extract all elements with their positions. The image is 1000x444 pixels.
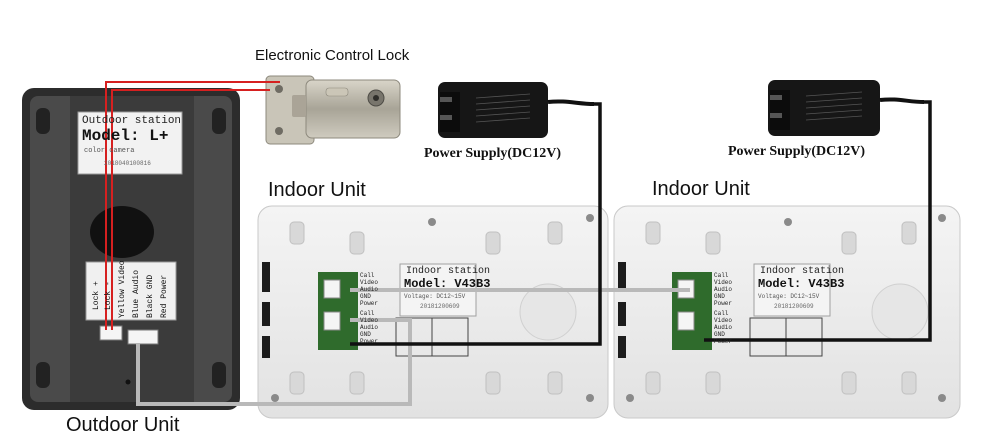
outdoor-terminal-list: Lock + Lock - Yellow Video Blue Audio Bl… <box>86 260 176 320</box>
lock-wires <box>105 81 280 330</box>
main-connector <box>127 329 159 345</box>
mount-hole <box>36 108 50 134</box>
terminal-lock-plus: Lock + <box>92 281 101 310</box>
outdoor-sticker-title: Outdoor station <box>82 115 182 127</box>
outdoor-terminal-label <box>85 261 177 321</box>
indoor-unit-1 <box>257 205 609 419</box>
indoor2-terminal-list-b: Call Video Audio GND Power <box>714 310 733 345</box>
terminal-power: Red Power <box>160 274 169 318</box>
indoor-unit-2 <box>613 205 961 419</box>
power-supply-label-1: Power Supply(DC12V) <box>424 146 562 161</box>
indoor1-sticker-serial: 20181200609 <box>420 303 460 310</box>
indoor1-sticker-spec: Voltage: DC12~15V <box>404 293 466 300</box>
outdoor-unit-label: Outdoor Unit <box>66 414 180 436</box>
indoor1-sticker-model: Model: V43B3 <box>404 277 491 291</box>
mount-hole <box>212 362 226 388</box>
power-cable-2 <box>704 100 932 342</box>
outdoor-sticker <box>77 111 183 175</box>
terminal-video: Yellow Video <box>118 260 127 318</box>
mount-hole <box>36 362 50 388</box>
indoor1-sticker-title: Indoor station <box>406 266 491 277</box>
indoor1-terminal-list-a: Call Video Audio GND Power <box>360 272 379 307</box>
terminal-audio: Blue Audio <box>132 269 141 318</box>
power-supply-label-2: Power Supply(DC12V) <box>728 144 866 159</box>
indoor-unit-label-1: Indoor Unit <box>268 179 366 201</box>
outdoor-to-indoor-cable <box>136 318 412 406</box>
indoor2-sticker-model: Model: V43B3 <box>758 277 845 291</box>
electronic-lock <box>265 75 401 145</box>
outdoor-sticker-model: Model: L+ <box>82 127 169 145</box>
outdoor-sticker-serial: 2018040100816 <box>104 160 151 167</box>
power-supply-1 <box>438 82 595 138</box>
terminal-gnd: Black GND <box>146 274 155 318</box>
lock-label: Electronic Control Lock <box>255 47 410 64</box>
indoor2-sticker-serial: 20181200609 <box>774 303 814 310</box>
outdoor-sticker-subtitle: color camera <box>84 147 135 155</box>
indoor1-terminal-list-b: Call Video Audio GND Power <box>360 310 379 345</box>
indoor2-sticker-title: Indoor station <box>760 266 845 277</box>
outdoor-unit <box>22 88 240 410</box>
mount-hole <box>212 108 226 134</box>
power-cable-1 <box>350 102 602 346</box>
indoor-unit-label-2: Indoor Unit <box>652 178 750 200</box>
indoor2-terminal-list-a: Call Video Audio GND Power <box>714 272 733 307</box>
power-supply-2 <box>768 80 925 136</box>
terminal-lock-minus: Lock - <box>104 281 113 310</box>
camera-hole <box>90 206 154 258</box>
indoor2-sticker-spec: Voltage: DC12~15V <box>758 293 820 300</box>
